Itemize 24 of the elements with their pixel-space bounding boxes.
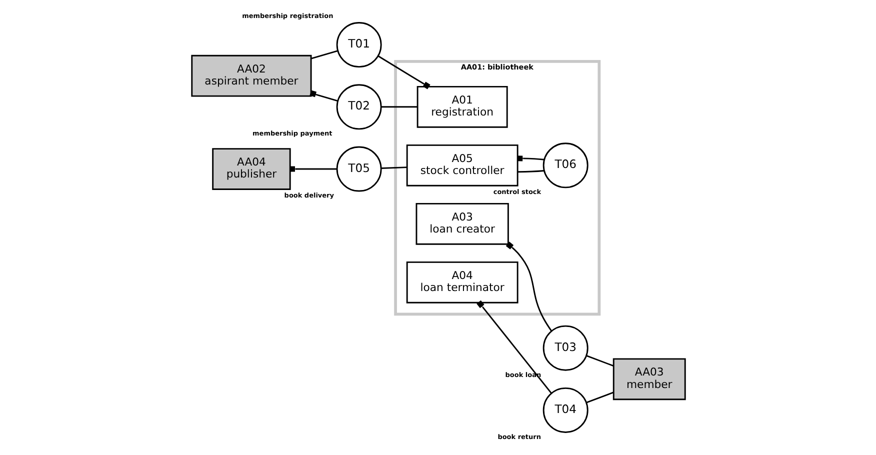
connector <box>586 392 614 404</box>
node-box: AA03 member <box>612 358 686 400</box>
node-circle: T02 <box>336 84 382 130</box>
connector <box>516 156 544 162</box>
node-circle: T05 <box>336 146 382 192</box>
node-circle: T06 <box>542 142 588 188</box>
connector <box>586 355 614 366</box>
connector <box>380 106 417 108</box>
connector <box>377 55 430 90</box>
node-box: AA02 aspirant member <box>190 54 312 97</box>
connector <box>310 50 338 60</box>
node-circle: T03 <box>542 325 588 371</box>
node-box: A05 stock controller <box>406 144 518 186</box>
node-circle: T01 <box>336 22 382 68</box>
connector <box>505 242 552 332</box>
connector <box>517 170 544 173</box>
node-box: A01 registration <box>416 86 508 128</box>
node-box: AA04 publisher <box>212 148 290 190</box>
node-circle: T04 <box>542 387 588 433</box>
connector <box>380 166 406 169</box>
node-box: A04 loan terminator <box>406 261 518 304</box>
connector <box>309 90 338 102</box>
connector <box>476 300 552 394</box>
node-box: A03 loan creator <box>415 202 508 245</box>
